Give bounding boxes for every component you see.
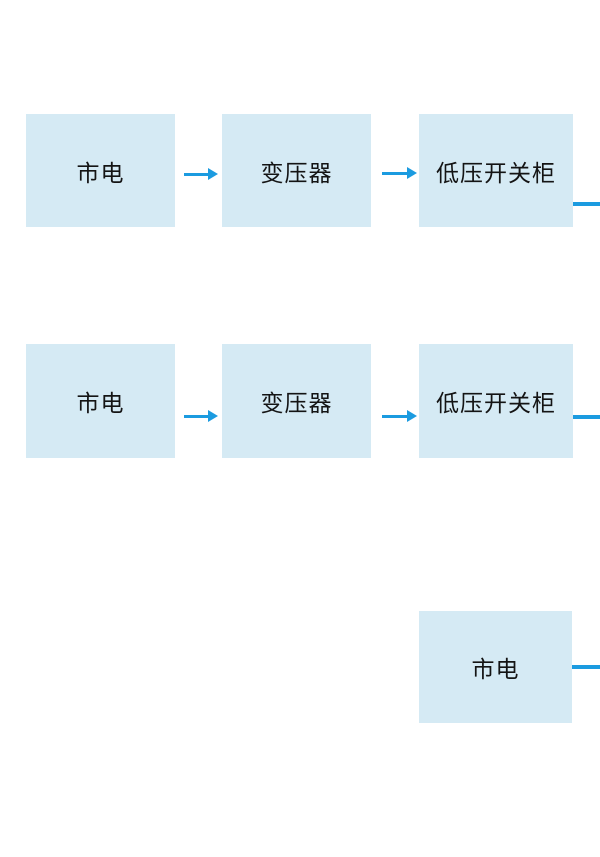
arrow-shaft: [184, 172, 210, 176]
arrow-head-icon: [208, 168, 218, 180]
arrow-head-icon: [407, 410, 417, 422]
connector-line-offscreen-right-2: [573, 415, 600, 419]
node-mains-power-2: 市电: [26, 344, 175, 458]
arrow-shaft: [184, 414, 210, 418]
node-lv-switchgear-2: 低压开关柜: [419, 344, 573, 458]
connector-line-offscreen-right-3: [572, 665, 600, 669]
node-mains-power-3: 市电: [419, 611, 572, 723]
node-mains-power-1: 市电: [26, 114, 175, 227]
flow-arrow-icon: [184, 410, 218, 422]
connector-line-offscreen-right-1: [573, 202, 600, 206]
arrow-shaft: [382, 171, 409, 175]
flow-arrow-icon: [382, 167, 417, 179]
node-label: 变压器: [260, 390, 333, 416]
flow-arrow-icon: [184, 168, 218, 180]
flow-arrow-icon: [382, 410, 417, 422]
node-label: 市电: [471, 656, 520, 682]
arrow-head-icon: [208, 410, 218, 422]
node-label: 变压器: [260, 159, 333, 186]
arrow-shaft: [382, 414, 409, 418]
arrow-head-icon: [407, 167, 417, 179]
node-label: 低压开关柜: [436, 390, 556, 416]
node-lv-switchgear-1: 低压开关柜: [419, 114, 573, 227]
node-label: 市电: [76, 159, 125, 186]
node-label: 低压开关柜: [436, 159, 556, 186]
node-label: 市电: [76, 390, 125, 416]
node-transformer-2: 变压器: [222, 344, 371, 458]
node-transformer-1: 变压器: [222, 114, 371, 227]
